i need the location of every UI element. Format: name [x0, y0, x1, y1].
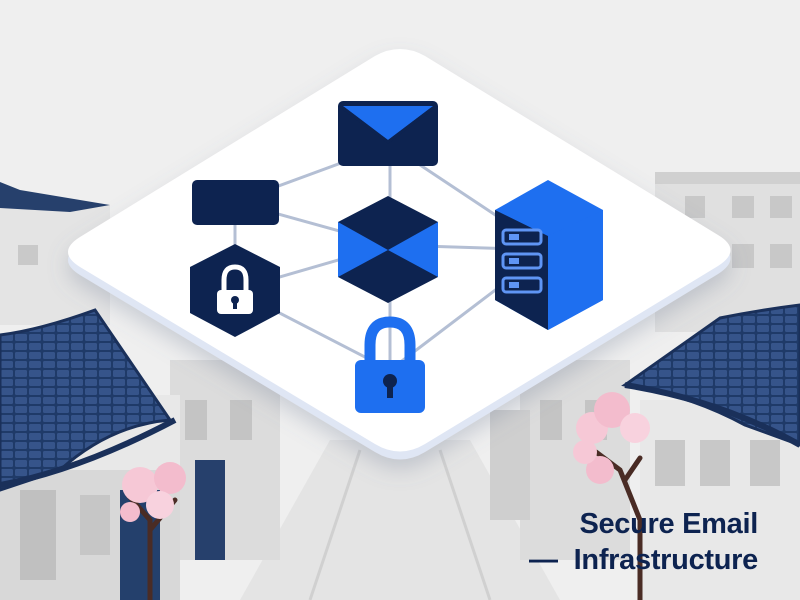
right-hanok	[621, 303, 800, 600]
cherry-tree-right	[573, 392, 650, 600]
caption-dash: —	[528, 544, 558, 576]
caption-line-1: Secure Email	[579, 508, 758, 540]
cherry-tree-left	[120, 462, 186, 600]
envelope-icon	[338, 101, 438, 166]
caption-text: Secure Email — Infrastructure	[529, 506, 758, 578]
padlock-icon	[355, 316, 425, 413]
hub-cube-icon	[338, 196, 438, 303]
center-buildings	[170, 360, 630, 560]
caption-line-2-text: Infrastructure	[573, 544, 759, 576]
street	[240, 440, 560, 600]
hexagon-lock-icon	[190, 244, 280, 337]
caption-line-2: — Infrastructure	[529, 542, 758, 578]
server-icon	[495, 180, 603, 330]
gateway-block-icon	[192, 180, 279, 225]
